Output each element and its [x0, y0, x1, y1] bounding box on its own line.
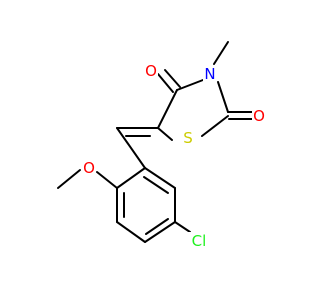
molecule-diagram: O N O S O Cl	[57, 41, 266, 250]
bonds	[57, 41, 253, 243]
bond-s-c5	[157, 127, 173, 141]
bond-o-methoxy-ch3	[57, 169, 81, 189]
bond-ring-c4-c5	[144, 221, 176, 243]
bond-c5-c4	[157, 89, 178, 129]
atom-label-o-top: O	[145, 62, 157, 80]
atom-cl: Cl	[188, 232, 210, 250]
structure-svg: O N O S O Cl	[57, 41, 266, 250]
bond-ring-inner-1	[143, 176, 169, 194]
atom-label-n: N	[204, 65, 215, 83]
atom-o-right: O	[252, 107, 266, 125]
bond-c4-n	[176, 79, 204, 91]
bond-ch-c1	[116, 127, 146, 169]
bond-ring-c3-c4	[116, 221, 146, 243]
atom-n: N	[203, 65, 217, 83]
bond-ring-cl	[174, 221, 191, 233]
atom-label-cl: Cl	[192, 232, 207, 250]
bond-ring-inner-3	[145, 218, 169, 235]
bond-c2-s	[201, 115, 229, 137]
bond-ring-o-methoxy	[96, 171, 118, 189]
atom-label-o-methoxy: O	[83, 159, 95, 177]
bond-ring-c1-c2	[116, 167, 146, 189]
bond-ring-c6-c1	[144, 167, 176, 189]
atom-labels: O N O S O Cl	[82, 62, 266, 250]
atom-o-methoxy: O	[82, 159, 96, 177]
bond-n-methyl	[213, 41, 229, 65]
atom-o-top: O	[144, 62, 158, 80]
bond-c4-o-top-b	[164, 69, 181, 88]
bond-n-c2	[217, 81, 229, 113]
atom-s: S	[181, 129, 195, 147]
atom-label-s: S	[183, 129, 193, 147]
atom-label-o-right: O	[253, 107, 265, 125]
bond-c4-o-top-a	[157, 73, 174, 93]
